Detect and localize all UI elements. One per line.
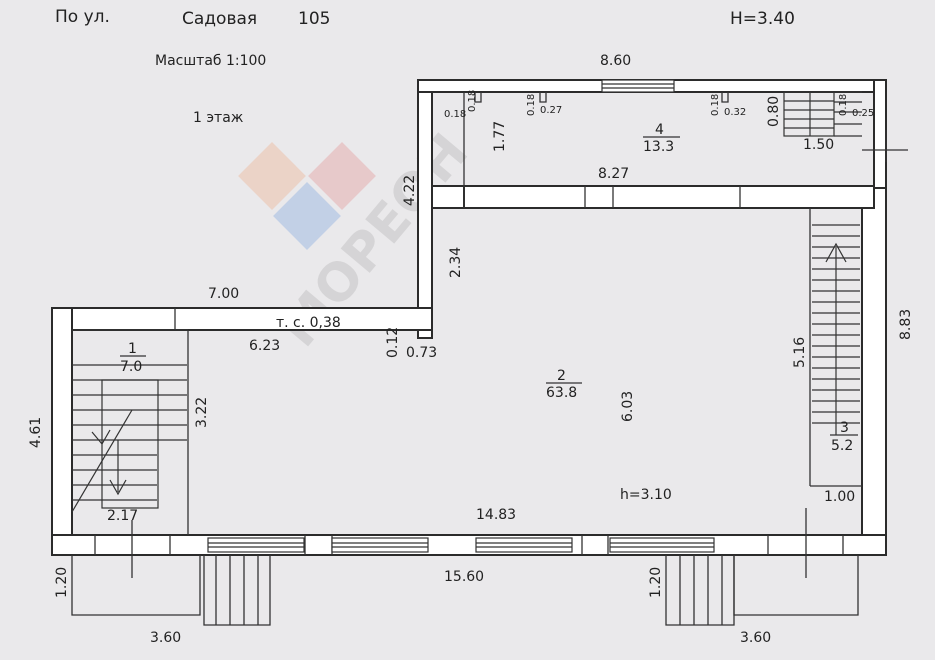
dim-018a: 0.18	[444, 109, 466, 120]
dim-461: 4.61	[28, 417, 44, 448]
dim-stair-width: 1.50	[803, 137, 834, 153]
dim-room4-height: 1.77	[492, 121, 508, 152]
street-name: Садовая	[182, 9, 257, 29]
dim-018d: 0.18	[710, 94, 721, 116]
partition-label: т. с. 0,38	[276, 315, 341, 331]
room-2-id: 2	[557, 368, 566, 384]
dim-120a: 1.20	[54, 567, 70, 598]
dim-stair-len: 0.80	[766, 96, 782, 127]
dim-027: 0.27	[540, 105, 562, 116]
exterior-walls	[51, 79, 887, 556]
dim-217: 2.17	[107, 508, 138, 524]
room-3-area: 5.2	[831, 438, 853, 454]
dim-700: 7.00	[208, 286, 239, 302]
street-prefix: По ул.	[55, 7, 110, 27]
dim-100: 1.00	[824, 489, 855, 505]
dim-018b: 0.18	[467, 90, 478, 112]
dim-032: 0.32	[724, 107, 746, 118]
left-staircase	[71, 364, 187, 513]
dim-516: 5.16	[792, 337, 808, 368]
dim-360a: 3.60	[150, 630, 181, 646]
house-number: 105	[298, 9, 330, 29]
dim-1483: 14.83	[476, 507, 516, 523]
room-labels: 1 7.0 2 63.8 3 5.2 4 13.3	[120, 122, 858, 454]
dim-883: 8.83	[898, 309, 914, 340]
upper-staircase	[783, 91, 908, 162]
dim-623: 6.23	[249, 338, 280, 354]
windows	[207, 79, 715, 553]
dim-room4-width: 8.27	[598, 166, 629, 182]
dim-322: 3.22	[194, 397, 210, 428]
room-3-id: 3	[840, 420, 849, 436]
dim-120b: 1.20	[648, 567, 664, 598]
room-4-id: 4	[655, 122, 664, 138]
dim-left-upper: 4.22	[402, 175, 418, 206]
watermark-logo	[238, 142, 376, 250]
right-staircase	[812, 224, 860, 435]
interior-walls	[72, 92, 875, 555]
dim-603: 6.03	[620, 391, 636, 422]
dim-234: 2.34	[448, 247, 464, 278]
dim-1560: 15.60	[444, 569, 484, 585]
dim-360b: 3.60	[740, 630, 771, 646]
room-1-id: 1	[128, 341, 137, 357]
title-block: По ул. Садовая 105 H=3.40 Масштаб 1:100 …	[55, 7, 795, 126]
dimension-labels: 8.60 8.27 1.50 0.18 0.18 0.18 0.27 0.18 …	[28, 53, 914, 646]
dim-018e: 0.18	[838, 94, 849, 116]
dim-018c: 0.18	[526, 94, 537, 116]
dim-top-width: 8.60	[600, 53, 631, 69]
porches	[71, 508, 859, 626]
scale-label: Масштаб 1:100	[155, 53, 266, 69]
ceiling-height: H=3.40	[730, 9, 795, 29]
room-1-area: 7.0	[120, 359, 142, 375]
dim-073: 0.73	[406, 345, 437, 361]
floor-label: 1 этаж	[193, 110, 244, 126]
height-310: h=3.10	[620, 487, 672, 503]
dim-012: 0.12	[385, 327, 401, 358]
dim-025: 0.25	[852, 108, 874, 119]
room-2-area: 63.8	[546, 385, 577, 401]
room-4-area: 13.3	[643, 139, 674, 155]
